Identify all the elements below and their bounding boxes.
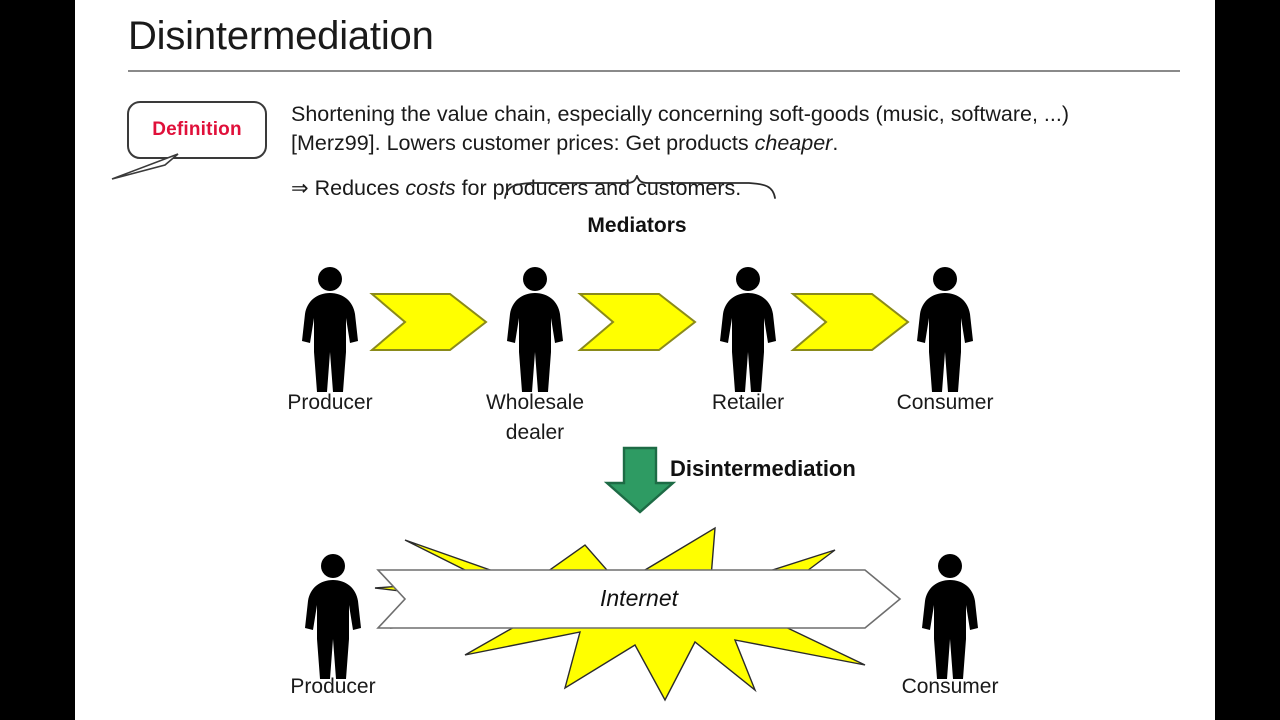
page-title: Disintermediation xyxy=(128,14,434,58)
chain-after-label-consumer: Consumer xyxy=(901,675,999,698)
person-icon-producer xyxy=(302,267,358,392)
definition-result-text: ⇒ Reduces costs for producers and custom… xyxy=(291,174,1141,203)
person-icon-retailer xyxy=(720,267,776,392)
chain-node-label-producer: Producer xyxy=(287,391,373,414)
chain-node-label-retailer: Retailer xyxy=(711,391,785,414)
slide-canvas: Disintermediation Definition Shortening … xyxy=(75,0,1215,720)
disintermediation-arrow-icon xyxy=(603,446,677,514)
flow-arrow-1 xyxy=(369,293,488,351)
definition-callout: Definition xyxy=(127,101,267,159)
implies-arrow-icon: ⇒ xyxy=(291,177,309,200)
flow-arrow-3 xyxy=(790,293,910,351)
definition-result-emphasis: costs xyxy=(405,176,456,200)
definition-badge-label: Definition xyxy=(152,119,242,140)
person-icon-consumer-after xyxy=(922,554,978,679)
definition-body-part2: . xyxy=(832,131,839,155)
person-icon-wholesale-dealer xyxy=(507,267,563,392)
letterbox-bar-right xyxy=(1215,0,1280,720)
chain-node-label-consumer: Consumer xyxy=(896,391,994,414)
definition-result-part1: Reduces xyxy=(308,176,406,200)
definition-body-emphasis: cheaper xyxy=(754,131,833,155)
transition-label: Disintermediation xyxy=(670,456,856,481)
internet-channel-label: Internet xyxy=(600,585,678,611)
internet-burst-shape xyxy=(374,526,866,702)
person-icon-producer-after xyxy=(305,554,361,679)
definition-body-text: Shortening the value chain, especially c… xyxy=(291,100,1141,158)
chain-node-label-wholesale-dealer: Wholesale dealer xyxy=(485,391,585,444)
definition-callout-tail xyxy=(111,153,179,180)
title-divider xyxy=(128,70,1180,72)
chain-after-label-producer: Producer xyxy=(290,675,376,698)
mediators-label: Mediators xyxy=(587,214,687,237)
flow-arrow-2 xyxy=(577,293,697,351)
definition-result-part2: for producers and customers. xyxy=(455,176,742,200)
definition-body-part1: Shortening the value chain, especially c… xyxy=(291,102,1069,155)
letterbox-bar-left xyxy=(0,0,75,720)
person-icon-consumer xyxy=(917,267,973,392)
